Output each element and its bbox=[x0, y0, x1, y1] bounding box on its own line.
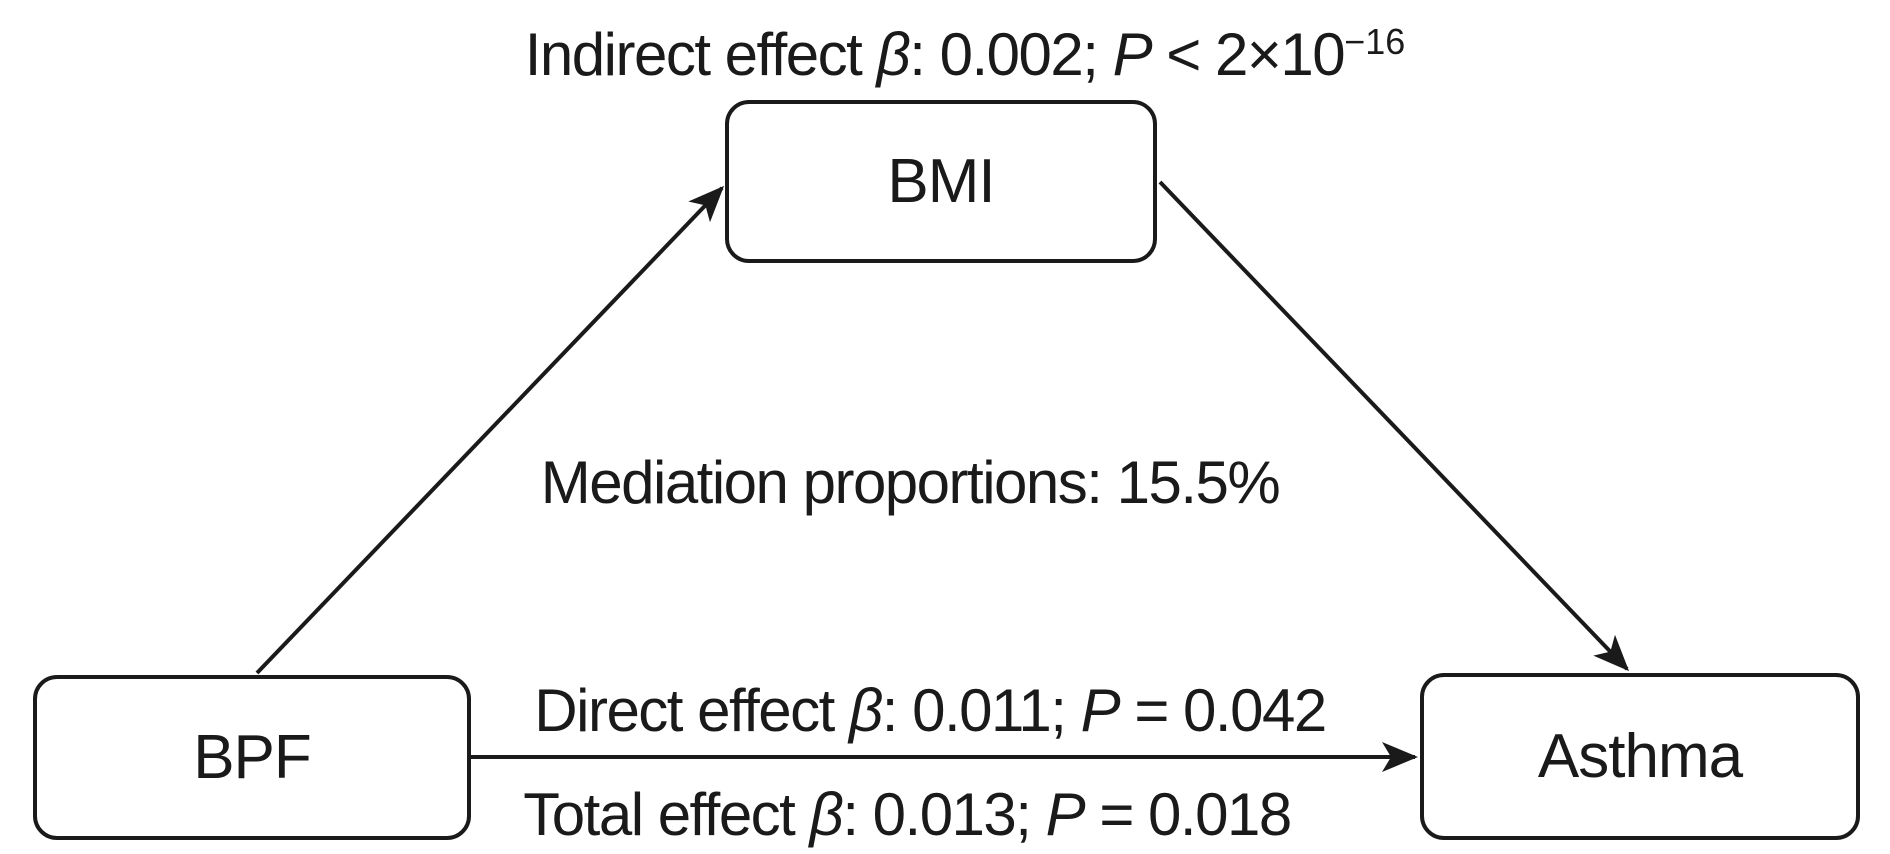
node-bmi: BMI bbox=[725, 100, 1157, 263]
p-symbol: P bbox=[1112, 21, 1153, 88]
beta-symbol: β bbox=[809, 781, 844, 848]
node-bpf-label: BPF bbox=[193, 723, 312, 792]
beta-symbol: β bbox=[876, 21, 911, 88]
node-bpf: BPF bbox=[33, 675, 471, 840]
arrow-bmi-to-asthma bbox=[1158, 180, 1630, 672]
direct-effect-label: Direct effect β: 0.011; P = 0.042 bbox=[295, 676, 1565, 747]
mediation-proportion-text: Mediation proportions: 15.5% bbox=[540, 449, 1281, 516]
total-effect-pvalue: = 0.018 bbox=[1084, 781, 1292, 848]
beta-symbol: β bbox=[848, 677, 883, 744]
mediation-proportion-label: Mediation proportions: 15.5% bbox=[275, 448, 1545, 519]
node-asthma: Asthma bbox=[1420, 673, 1860, 840]
direct-effect-value: : 0.011; bbox=[881, 677, 1081, 744]
arrow-bpf-to-bmi bbox=[255, 185, 725, 675]
total-effect-label: Total effect β: 0.013; P = 0.018 bbox=[272, 780, 1542, 851]
node-asthma-label: Asthma bbox=[1537, 722, 1743, 791]
indirect-effect-value: : 0.002; bbox=[909, 21, 1113, 88]
node-bmi-label: BMI bbox=[887, 147, 995, 216]
direct-effect-pvalue: = 0.042 bbox=[1119, 677, 1327, 744]
indirect-effect-label: Indirect effect β: 0.002; P < 2×10−16 bbox=[345, 20, 1585, 91]
indirect-effect-pvalue: < 2×10 bbox=[1151, 21, 1345, 88]
p-symbol: P bbox=[1080, 677, 1121, 744]
direct-effect-prefix: Direct effect bbox=[534, 677, 849, 744]
total-effect-value: : 0.013; bbox=[842, 781, 1046, 848]
p-symbol: P bbox=[1045, 781, 1086, 848]
indirect-effect-prefix: Indirect effect bbox=[524, 21, 877, 88]
total-effect-prefix: Total effect bbox=[523, 781, 810, 848]
indirect-effect-exponent: −16 bbox=[1344, 21, 1406, 63]
